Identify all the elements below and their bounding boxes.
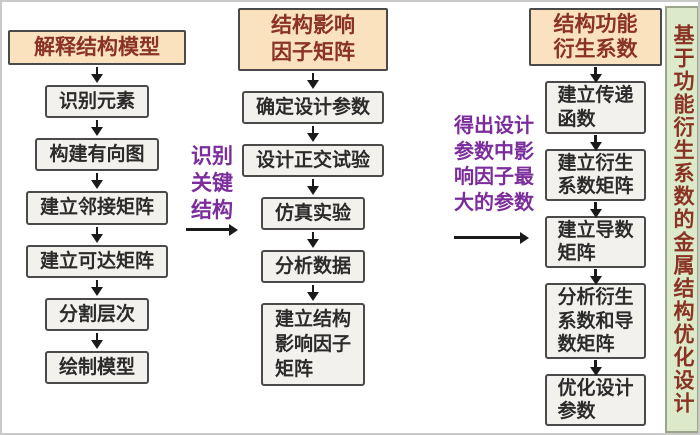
flow-step: 分析衍生 系数和导 数矩阵 xyxy=(545,283,646,359)
arrow-down-icon xyxy=(91,120,104,137)
flow-step: 建立结构 影响因子 矩阵 xyxy=(260,302,365,387)
arrow-down-icon xyxy=(307,178,320,195)
vertical-title: 基于功能衍生系数的金属结构优化设计 xyxy=(665,6,698,433)
arrow-down-icon xyxy=(307,125,320,142)
flow-step: 优化设计 参数 xyxy=(545,373,646,427)
flow-step: 设计正交试验 xyxy=(241,143,384,177)
arrow-down-icon xyxy=(307,284,320,301)
arrow-down-icon xyxy=(589,134,602,151)
arrow-down-icon xyxy=(91,173,104,190)
arrow-right-icon xyxy=(454,231,529,244)
arrow-down-icon xyxy=(307,72,320,89)
arrow-down-icon xyxy=(307,231,320,248)
column-structure-function-derived-coefficient: 结构功能 衍生系数 建立传递 函数 建立衍生 系数矩阵 建立导数 矩阵 分析衍生… xyxy=(529,8,662,427)
flow-step: 建立导数 矩阵 xyxy=(545,216,646,269)
arrow-down-icon xyxy=(91,332,104,349)
column-header: 结构影响 因子矩阵 xyxy=(238,8,388,71)
arrow-down-icon xyxy=(589,359,602,376)
transition-label: 得出设计 参数中影 响因子最 大的参数 xyxy=(454,115,534,214)
flow-step: 分割层次 xyxy=(44,297,149,331)
flow-step: 建立衍生 系数矩阵 xyxy=(545,148,646,202)
flow-step: 分析数据 xyxy=(260,249,365,283)
arrow-down-icon xyxy=(589,269,602,286)
arrow-down-icon xyxy=(91,67,104,84)
column-interpretive-structure-model: 解释结构模型 识别元素 构建有向图 建立邻接矩阵 建立可达矩阵 分割层次 绘制模… xyxy=(8,30,186,384)
arrow-right-icon xyxy=(186,223,238,236)
flow-step: 建立传递 函数 xyxy=(545,81,646,134)
flow-step: 建立可达矩阵 xyxy=(25,244,168,278)
arrow-down-icon xyxy=(589,202,602,219)
arrow-down-icon xyxy=(91,226,104,243)
flow-step: 识别元素 xyxy=(44,85,149,119)
transition-label: 识别 关键 结构 xyxy=(191,145,233,222)
flow-step: 确定设计参数 xyxy=(241,90,384,124)
flow-step: 建立邻接矩阵 xyxy=(25,191,168,225)
flow-step: 构建有向图 xyxy=(35,138,159,172)
arrow-down-icon xyxy=(589,67,602,84)
arrow-down-icon xyxy=(91,279,104,296)
column-header: 解释结构模型 xyxy=(8,30,186,66)
flow-step: 绘制模型 xyxy=(44,350,149,384)
column-structure-influence-factor-matrix: 结构影响 因子矩阵 确定设计参数 设计正交试验 仿真实验 分析数据 建立结构 影… xyxy=(238,8,388,387)
column-header: 结构功能 衍生系数 xyxy=(529,8,662,67)
flow-step: 仿真实验 xyxy=(260,196,365,230)
